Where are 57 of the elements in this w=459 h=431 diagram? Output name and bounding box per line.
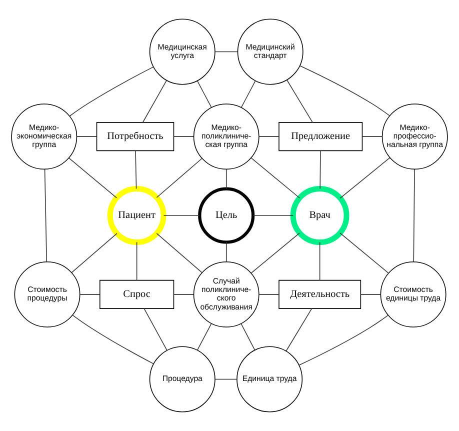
node-box: Предложение — [278, 122, 363, 152]
connector — [156, 158, 202, 198]
connector — [214, 378, 238, 380]
connector — [298, 314, 388, 366]
connector — [240, 323, 256, 350]
connector — [136, 242, 138, 281]
connector — [76, 136, 98, 137]
connector — [163, 215, 200, 216]
connector — [319, 242, 320, 281]
connector — [258, 136, 280, 137]
connector — [226, 168, 227, 190]
connector — [71, 233, 118, 274]
connector — [320, 150, 321, 189]
node-circle: Случай поликлиниче- ского обслуживания — [193, 261, 260, 328]
connector — [413, 168, 415, 262]
connector — [135, 150, 137, 189]
connector — [286, 80, 313, 123]
node-circle: Стоимость единицы труда — [380, 261, 446, 328]
connector — [340, 232, 389, 274]
connector — [226, 242, 227, 262]
node-circle: Врач — [290, 186, 350, 245]
connector — [362, 136, 383, 137]
connector — [174, 136, 194, 137]
connector — [250, 157, 300, 198]
connector — [144, 308, 168, 351]
node-box: Спрос — [100, 280, 174, 309]
connector — [80, 294, 100, 295]
node-circle: Единица труда — [236, 346, 303, 412]
connector — [340, 157, 390, 199]
node-circle: Процедура — [149, 346, 216, 412]
connector — [300, 65, 390, 116]
connector — [72, 314, 154, 364]
node-circle: Цель — [198, 187, 255, 244]
connector — [240, 80, 256, 108]
node-circle: Медицинский стандарт — [237, 18, 304, 85]
connector — [360, 294, 382, 295]
connector — [250, 232, 300, 274]
node-circle: Медико- профессио- нальная группа — [382, 104, 448, 170]
connector — [142, 80, 167, 123]
connector — [156, 233, 202, 274]
node-circle: Медицинская услуга — [149, 18, 216, 85]
node-circle: Медико- поликлиниче- ская группа — [193, 104, 260, 170]
node-box: Деятельность — [278, 280, 362, 309]
connector — [68, 158, 117, 198]
node-circle: Стоимость процедуры — [14, 261, 80, 328]
connector — [196, 323, 212, 351]
connector — [197, 80, 212, 108]
node-box: Потребность — [96, 122, 174, 152]
connector — [258, 294, 280, 295]
connector — [69, 66, 154, 116]
connector — [252, 215, 294, 216]
connector — [286, 308, 312, 352]
node-circle: Пациент — [107, 186, 166, 245]
connector — [214, 51, 238, 52]
connector — [44, 168, 48, 262]
connector — [174, 294, 194, 295]
node-circle: Медико- экономическая группа — [11, 104, 78, 170]
